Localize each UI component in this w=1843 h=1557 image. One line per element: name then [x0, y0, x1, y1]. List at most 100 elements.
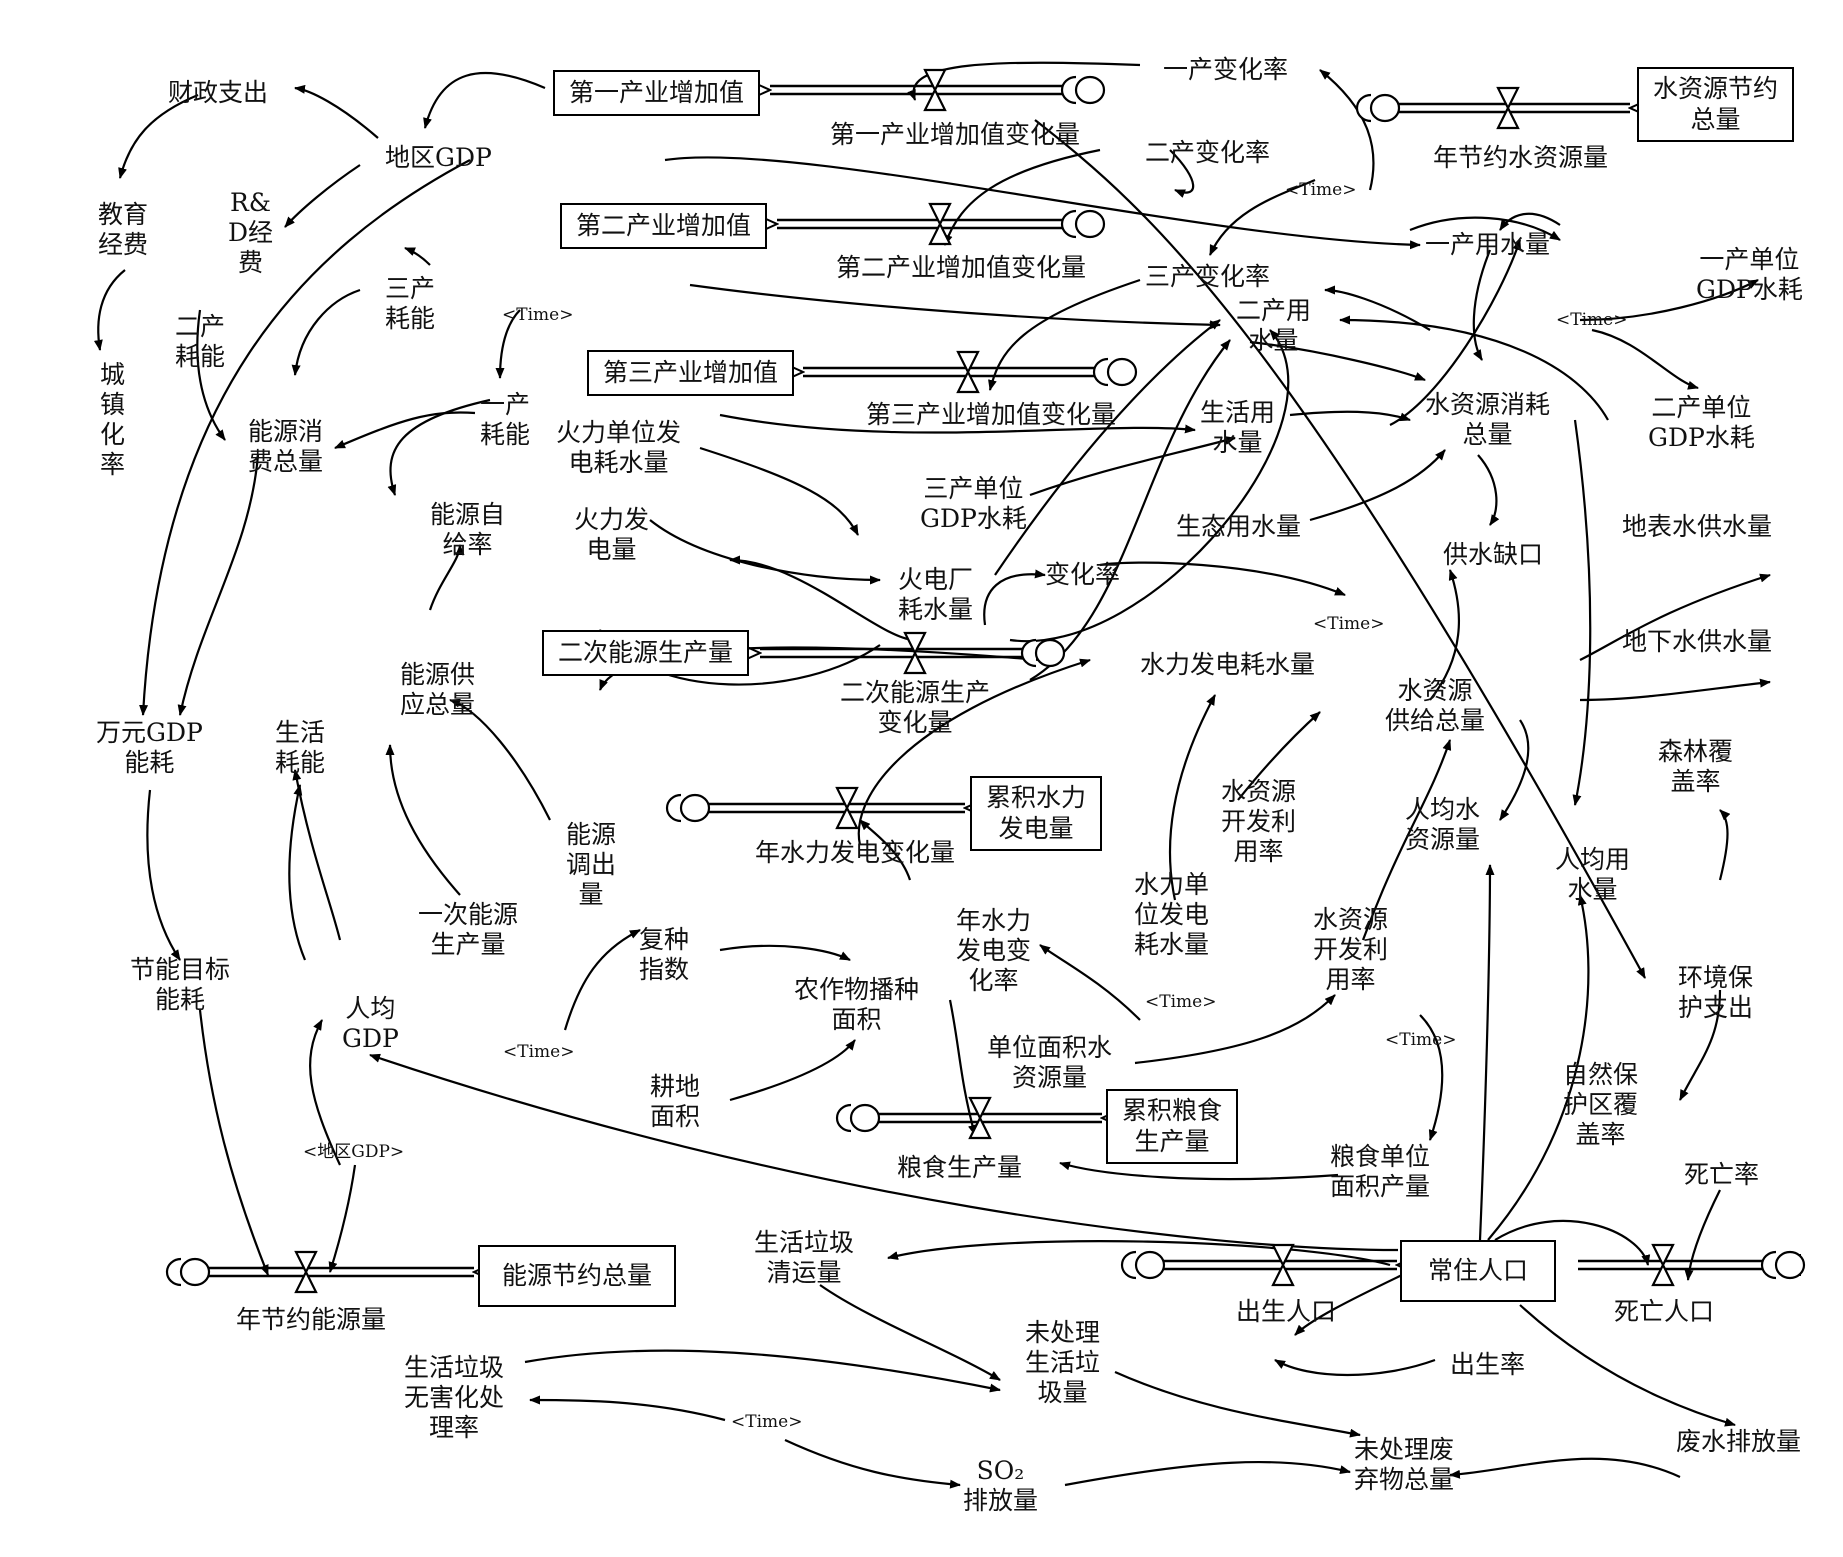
var-primary-energy-use[interactable]: 一产 耗能 [480, 390, 531, 449]
var-thermal-generation[interactable]: 火力发 电量 [574, 505, 650, 564]
var-total-energy-consumption[interactable]: 能源消 费总量 [248, 417, 324, 476]
flow-tertiary-industry-change[interactable]: 第三产业增加值变化量 [866, 400, 1117, 429]
var-water-per-area[interactable]: 单位面积水 资源量 [987, 1033, 1113, 1092]
causal-link-75 [198, 1009, 270, 1276]
var-gdp-per-capita[interactable]: 人均 GDP [342, 994, 399, 1053]
var-secondary-unit-water[interactable]: 二产单位 GDP水耗 [1648, 393, 1755, 452]
shadow-regional-gdp[interactable]: <地区GDP> [303, 1142, 405, 1162]
var-urbanization-rate[interactable]: 城 镇 化 率 [100, 360, 126, 479]
var-environmental-spending[interactable]: 环境保 护支出 [1678, 963, 1754, 1022]
var-secondary-change-rate[interactable]: 二产变化率 [1145, 138, 1271, 167]
causal-link-63 [1274, 1358, 1436, 1377]
stock-tertiary-industry[interactable]: 第三产业增加值 [587, 350, 795, 396]
stock-resident-population[interactable]: 常住人口 [1400, 1240, 1557, 1302]
causal-link-0 [423, 71, 546, 129]
var-garbage-collected[interactable]: 生活垃圾 清运量 [754, 1228, 855, 1287]
flow-annual-hydro-change[interactable]: 年水力发电变化量 [755, 838, 956, 867]
flow-births[interactable]: 出生人口 [1236, 1297, 1337, 1326]
stock-cumulative-hydro[interactable]: 累积水力 发电量 [970, 776, 1103, 851]
var-energy-supply-total[interactable]: 能源供 应总量 [400, 660, 476, 719]
stock-energy-saving[interactable]: 能源节约总量 [478, 1245, 677, 1307]
shadow-time-4[interactable]: <Time> [1313, 614, 1385, 634]
var-energy-per-gdp[interactable]: 万元GDP 能耗 [96, 718, 203, 777]
var-water-per-capita[interactable]: 人均水 资源量 [1405, 795, 1481, 854]
causal-link-90 [196, 309, 226, 441]
var-death-rate[interactable]: 死亡率 [1684, 1160, 1760, 1189]
flow-secondary-industry-change[interactable]: 第二产业增加值变化量 [836, 253, 1087, 282]
flow-grain-production[interactable]: 粮食生产量 [897, 1153, 1023, 1182]
shadow-time-3[interactable]: <Time> [1556, 310, 1628, 330]
var-primary-energy-production[interactable]: 一次能源 生产量 [418, 900, 519, 959]
var-ecological-water-use[interactable]: 生态用水量 [1176, 512, 1302, 541]
var-annual-hydro-change-rate[interactable]: 年水力 发电变 化率 [956, 906, 1032, 995]
var-secondary-energy-use[interactable]: 二产 耗能 [175, 312, 226, 371]
var-primary-unit-water[interactable]: 一产单位 GDP水耗 [1696, 245, 1803, 304]
var-forest-coverage[interactable]: 森林覆 盖率 [1658, 737, 1734, 796]
valve-9 [1496, 86, 1520, 130]
var-hydro-unit-water[interactable]: 水力单 位发电 耗水量 [1134, 870, 1210, 959]
var-primary-change-rate[interactable]: 一产变化率 [1163, 55, 1289, 84]
var-untreated-garbage[interactable]: 未处理 生活垃 圾量 [1025, 1318, 1101, 1407]
var-regional-gdp[interactable]: 地区GDP [385, 143, 492, 172]
var-tertiary-unit-water[interactable]: 三产单位 GDP水耗 [920, 474, 1027, 533]
causal-link-53 [729, 1039, 856, 1102]
stock-water-saving[interactable]: 水资源节约 总量 [1637, 67, 1795, 142]
flow-secondary-energy-change[interactable]: 二次能源生产 变化量 [840, 678, 991, 737]
causal-link-18 [1472, 249, 1492, 361]
var-energy-self-sufficiency[interactable]: 能源自 给率 [430, 500, 506, 559]
stock-primary-industry[interactable]: 第一产业增加值 [553, 70, 761, 116]
shadow-time-5[interactable]: <Time> [1145, 992, 1217, 1012]
var-harmless-treatment-rate[interactable]: 生活垃圾 无害化处 理率 [404, 1353, 505, 1442]
var-living-energy-use[interactable]: 生活 耗能 [275, 718, 326, 777]
var-secondary-water-use[interactable]: 二产用 水量 [1236, 296, 1312, 355]
var-water-use-per-capita[interactable]: 人均用 水量 [1555, 845, 1631, 904]
var-hydro-water-use[interactable]: 水力发电耗水量 [1140, 650, 1316, 679]
var-fiscal-spending[interactable]: 财政支出 [168, 78, 269, 107]
var-groundwater-supply[interactable]: 地下水供水量 [1622, 627, 1773, 656]
var-rnd-funding[interactable]: R& D经 费 [228, 188, 274, 277]
var-wastewater-discharge[interactable]: 废水排放量 [1676, 1427, 1802, 1456]
var-crop-sown-area[interactable]: 农作物播种 面积 [794, 975, 920, 1034]
var-untreated-waste-total[interactable]: 未处理废 弃物总量 [1354, 1435, 1455, 1494]
flow-annual-water-saving[interactable]: 年节约水资源量 [1433, 143, 1609, 172]
var-water-dev-rate-a[interactable]: 水资源 开发利 用率 [1221, 777, 1297, 866]
causal-link-20 [1389, 239, 1522, 426]
cloud-2 [1092, 357, 1138, 387]
var-total-water-supply[interactable]: 水资源 供给总量 [1385, 676, 1486, 735]
shadow-time-8[interactable]: <Time> [731, 1412, 803, 1432]
stock-cumulative-grain[interactable]: 累积粮食 生产量 [1106, 1089, 1239, 1164]
causal-link-43 [1579, 573, 1771, 661]
stock-secondary-energy[interactable]: 二次能源生产量 [542, 630, 750, 676]
var-energy-export[interactable]: 能源 调出 量 [566, 820, 617, 909]
var-thermal-plant-water[interactable]: 火电厂 耗水量 [898, 565, 974, 624]
var-water-dev-rate-b[interactable]: 水资源 开发利 用率 [1313, 905, 1389, 994]
stock-secondary-industry[interactable]: 第二产业增加值 [560, 203, 768, 249]
flow-annual-energy-saving[interactable]: 年节约能源量 [236, 1305, 387, 1334]
var-change-rate[interactable]: 变化率 [1045, 560, 1121, 589]
var-so2-emission[interactable]: SO₂ 排放量 [963, 1456, 1039, 1515]
var-birth-rate[interactable]: 出生率 [1450, 1350, 1526, 1379]
cloud-7 [1120, 1250, 1166, 1280]
var-grain-yield-per-area[interactable]: 粮食单位 面积产量 [1330, 1142, 1431, 1201]
var-energy-saving-target[interactable]: 节能目标 能耗 [130, 955, 231, 1014]
var-total-water-consumption[interactable]: 水资源消耗 总量 [1425, 390, 1551, 449]
var-tertiary-energy-use[interactable]: 三产 耗能 [385, 274, 436, 333]
shadow-time-6[interactable]: <Time> [1385, 1030, 1457, 1050]
shadow-time-7[interactable]: <Time> [503, 1042, 575, 1062]
cloud-0 [1060, 75, 1106, 105]
flow-deaths[interactable]: 死亡人口 [1614, 1297, 1715, 1326]
shadow-time-1[interactable]: <Time> [1285, 180, 1357, 200]
var-primary-water-use[interactable]: 一产用水量 [1425, 230, 1551, 259]
var-thermal-unit-water[interactable]: 火力单位发 电耗水量 [556, 418, 682, 477]
var-multiple-cropping-index[interactable]: 复种 指数 [639, 925, 690, 984]
var-tertiary-change-rate[interactable]: 三产变化率 [1145, 262, 1271, 291]
flow-primary-industry-change[interactable]: 第一产业增加值变化量 [830, 120, 1081, 149]
var-cultivated-land[interactable]: 耕地 面积 [650, 1072, 701, 1131]
causal-link-74 [146, 789, 181, 961]
var-education-funding[interactable]: 教育 经费 [98, 200, 149, 259]
var-living-water-use[interactable]: 生活用 水量 [1200, 398, 1276, 457]
var-nature-reserve-coverage[interactable]: 自然保 护区覆 盖率 [1563, 1060, 1639, 1149]
shadow-time-2[interactable]: <Time> [502, 305, 574, 325]
var-surface-water-supply[interactable]: 地表水供水量 [1622, 512, 1773, 541]
var-water-supply-gap[interactable]: 供水缺口 [1443, 540, 1544, 569]
